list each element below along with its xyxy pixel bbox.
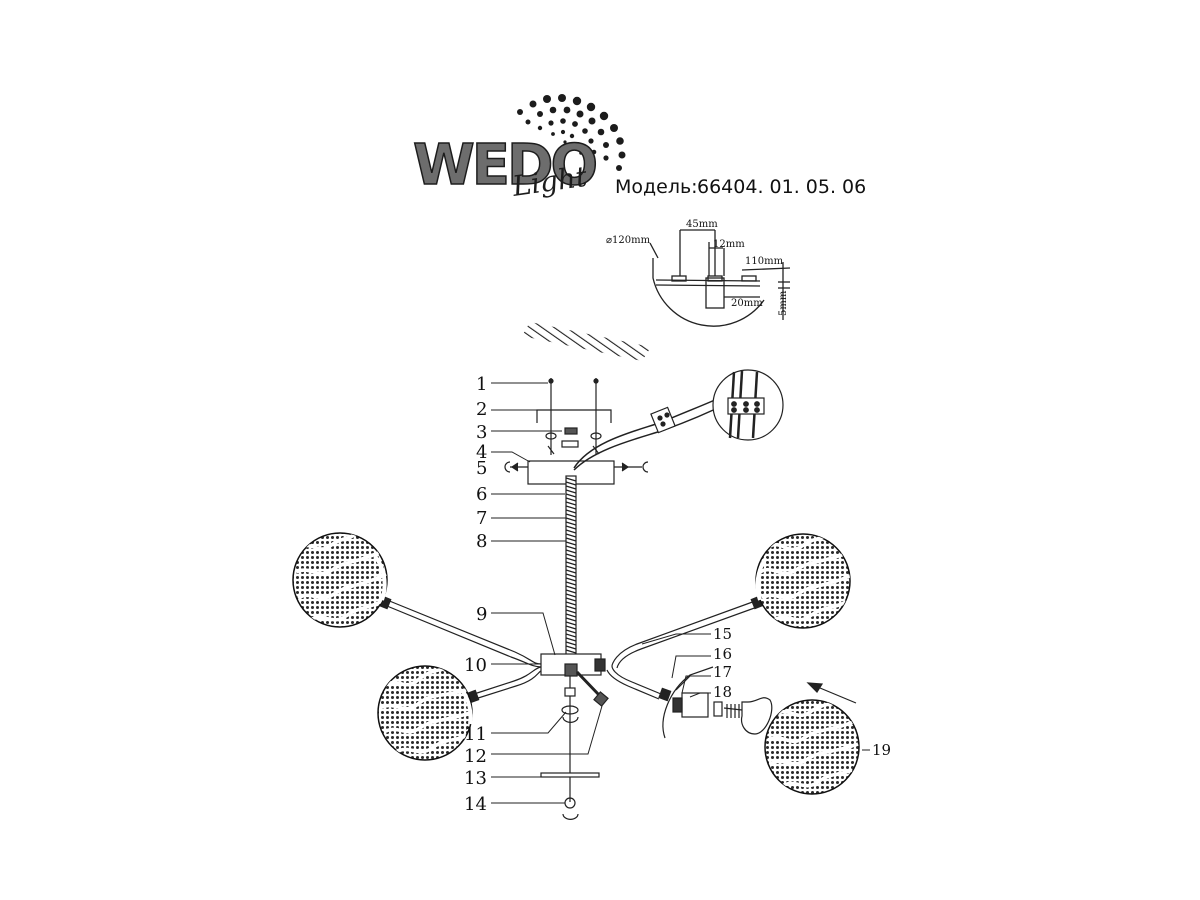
ceiling-hatch <box>522 322 651 361</box>
dim-diameter: ⌀120mm <box>606 235 651 246</box>
callout-3: 3 <box>476 422 487 443</box>
bulb-assembly <box>662 666 857 739</box>
callout-13: 13 <box>464 768 487 789</box>
callout-1: 1 <box>476 374 487 395</box>
callout-12: 12 <box>464 746 487 767</box>
callout-2: 2 <box>476 399 487 420</box>
globe-2 <box>377 665 473 761</box>
dim-thickness: 5mm <box>778 290 789 316</box>
brand-logo: WEDO Light Модель: 66404. 01. 05. 06 <box>412 94 866 203</box>
model-number: 66404. 01. 05. 06 <box>697 176 866 198</box>
globe-1 <box>292 532 388 628</box>
canopy-assembly <box>504 369 784 657</box>
globe-3 <box>755 533 851 629</box>
dim-depth: 20mm <box>731 298 763 309</box>
callout-18: 18 <box>713 683 732 701</box>
dim-screw: 12mm <box>713 239 745 250</box>
model-label: Модель: <box>615 176 698 198</box>
mounting-plate-detail <box>649 229 791 327</box>
callout-7: 7 <box>476 508 487 529</box>
callout-16: 16 <box>713 645 732 663</box>
logo-dot-swirl <box>517 94 626 171</box>
callout-4: 4 <box>476 442 487 463</box>
callout-numbers: 1 2 3 4 5 6 7 8 9 10 11 12 13 14 15 16 1… <box>464 374 891 815</box>
dim-width: 110mm <box>745 256 784 267</box>
brand-name: WEDO <box>413 133 596 198</box>
globe-4 <box>764 699 860 795</box>
dim-spacing: 45mm <box>686 219 718 230</box>
callout-14: 14 <box>464 794 487 815</box>
callout-11: 11 <box>464 724 487 745</box>
callout-9: 9 <box>476 604 487 625</box>
stem-coil <box>565 477 577 654</box>
callout-19: 19 <box>872 741 891 759</box>
callout-15: 15 <box>713 625 732 643</box>
arms <box>386 599 761 820</box>
callout-leaders <box>491 382 870 804</box>
callout-5: 5 <box>476 458 487 479</box>
callout-8: 8 <box>476 531 487 552</box>
callout-10: 10 <box>464 655 487 676</box>
callout-6: 6 <box>476 484 487 505</box>
callout-17: 17 <box>713 663 732 681</box>
